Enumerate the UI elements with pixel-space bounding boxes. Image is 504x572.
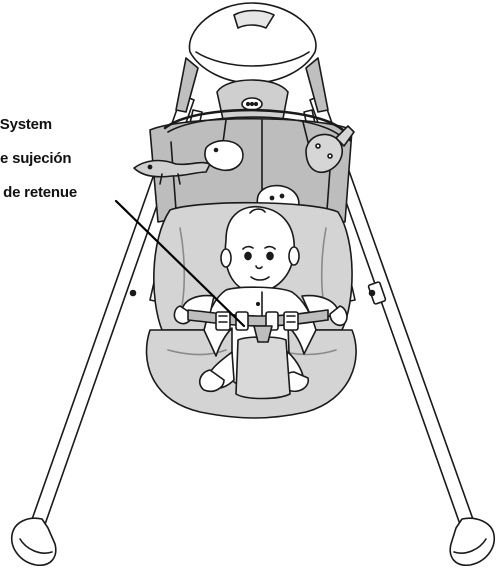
- seat-tray: [236, 337, 290, 399]
